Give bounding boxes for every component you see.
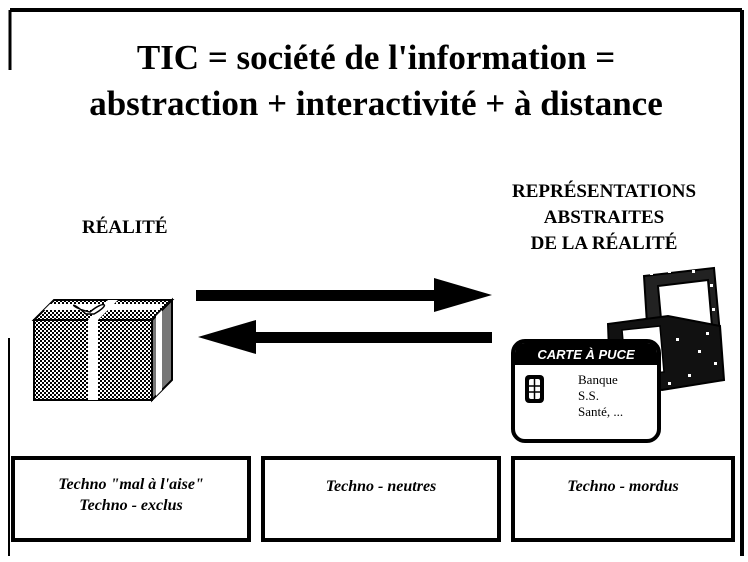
smart-card-item-2: S.S. — [578, 388, 599, 403]
abstract-label-line-1: REPRÉSENTATIONS — [511, 181, 697, 202]
abstract-label-line-2: ABSTRAITES — [543, 207, 665, 228]
smart-card-list: Banque S.S. Santé, ... — [578, 372, 654, 420]
box-techno-neutral: Techno - neutres — [261, 456, 501, 542]
box-2-line-1: Techno - neutres — [325, 478, 437, 495]
box-techno-enthusiasts: Techno - mordus — [511, 456, 735, 542]
diagram-frame: TIC = société de l'information = abstrac… — [8, 8, 744, 558]
frame-border — [8, 8, 744, 556]
smart-card-header: CARTE À PUCE — [537, 347, 635, 362]
smart-card-item-1: Banque — [578, 372, 618, 387]
box-techno-uneasy: Techno "mal à l'aise" Techno - exclus — [11, 456, 251, 542]
reality-label: RÉALITÉ — [82, 217, 168, 238]
abstract-representations-label: REPRÉSENTATIONS ABSTRAITES DE LA RÉALITÉ — [468, 179, 740, 257]
title-line-1: TIC = société de l'information = — [136, 38, 616, 77]
abstract-label-line-3: DE LA RÉALITÉ — [530, 233, 678, 254]
box-1-line-1: Techno "mal à l'aise" — [58, 476, 204, 493]
box-1-line-2: Techno - exclus — [79, 497, 183, 514]
title-line-2: abstraction + interactivité + à distance — [89, 84, 663, 123]
smart-card-item-3: Santé, ... — [578, 404, 624, 419]
box-3-line-1: Techno - mordus — [567, 478, 679, 495]
